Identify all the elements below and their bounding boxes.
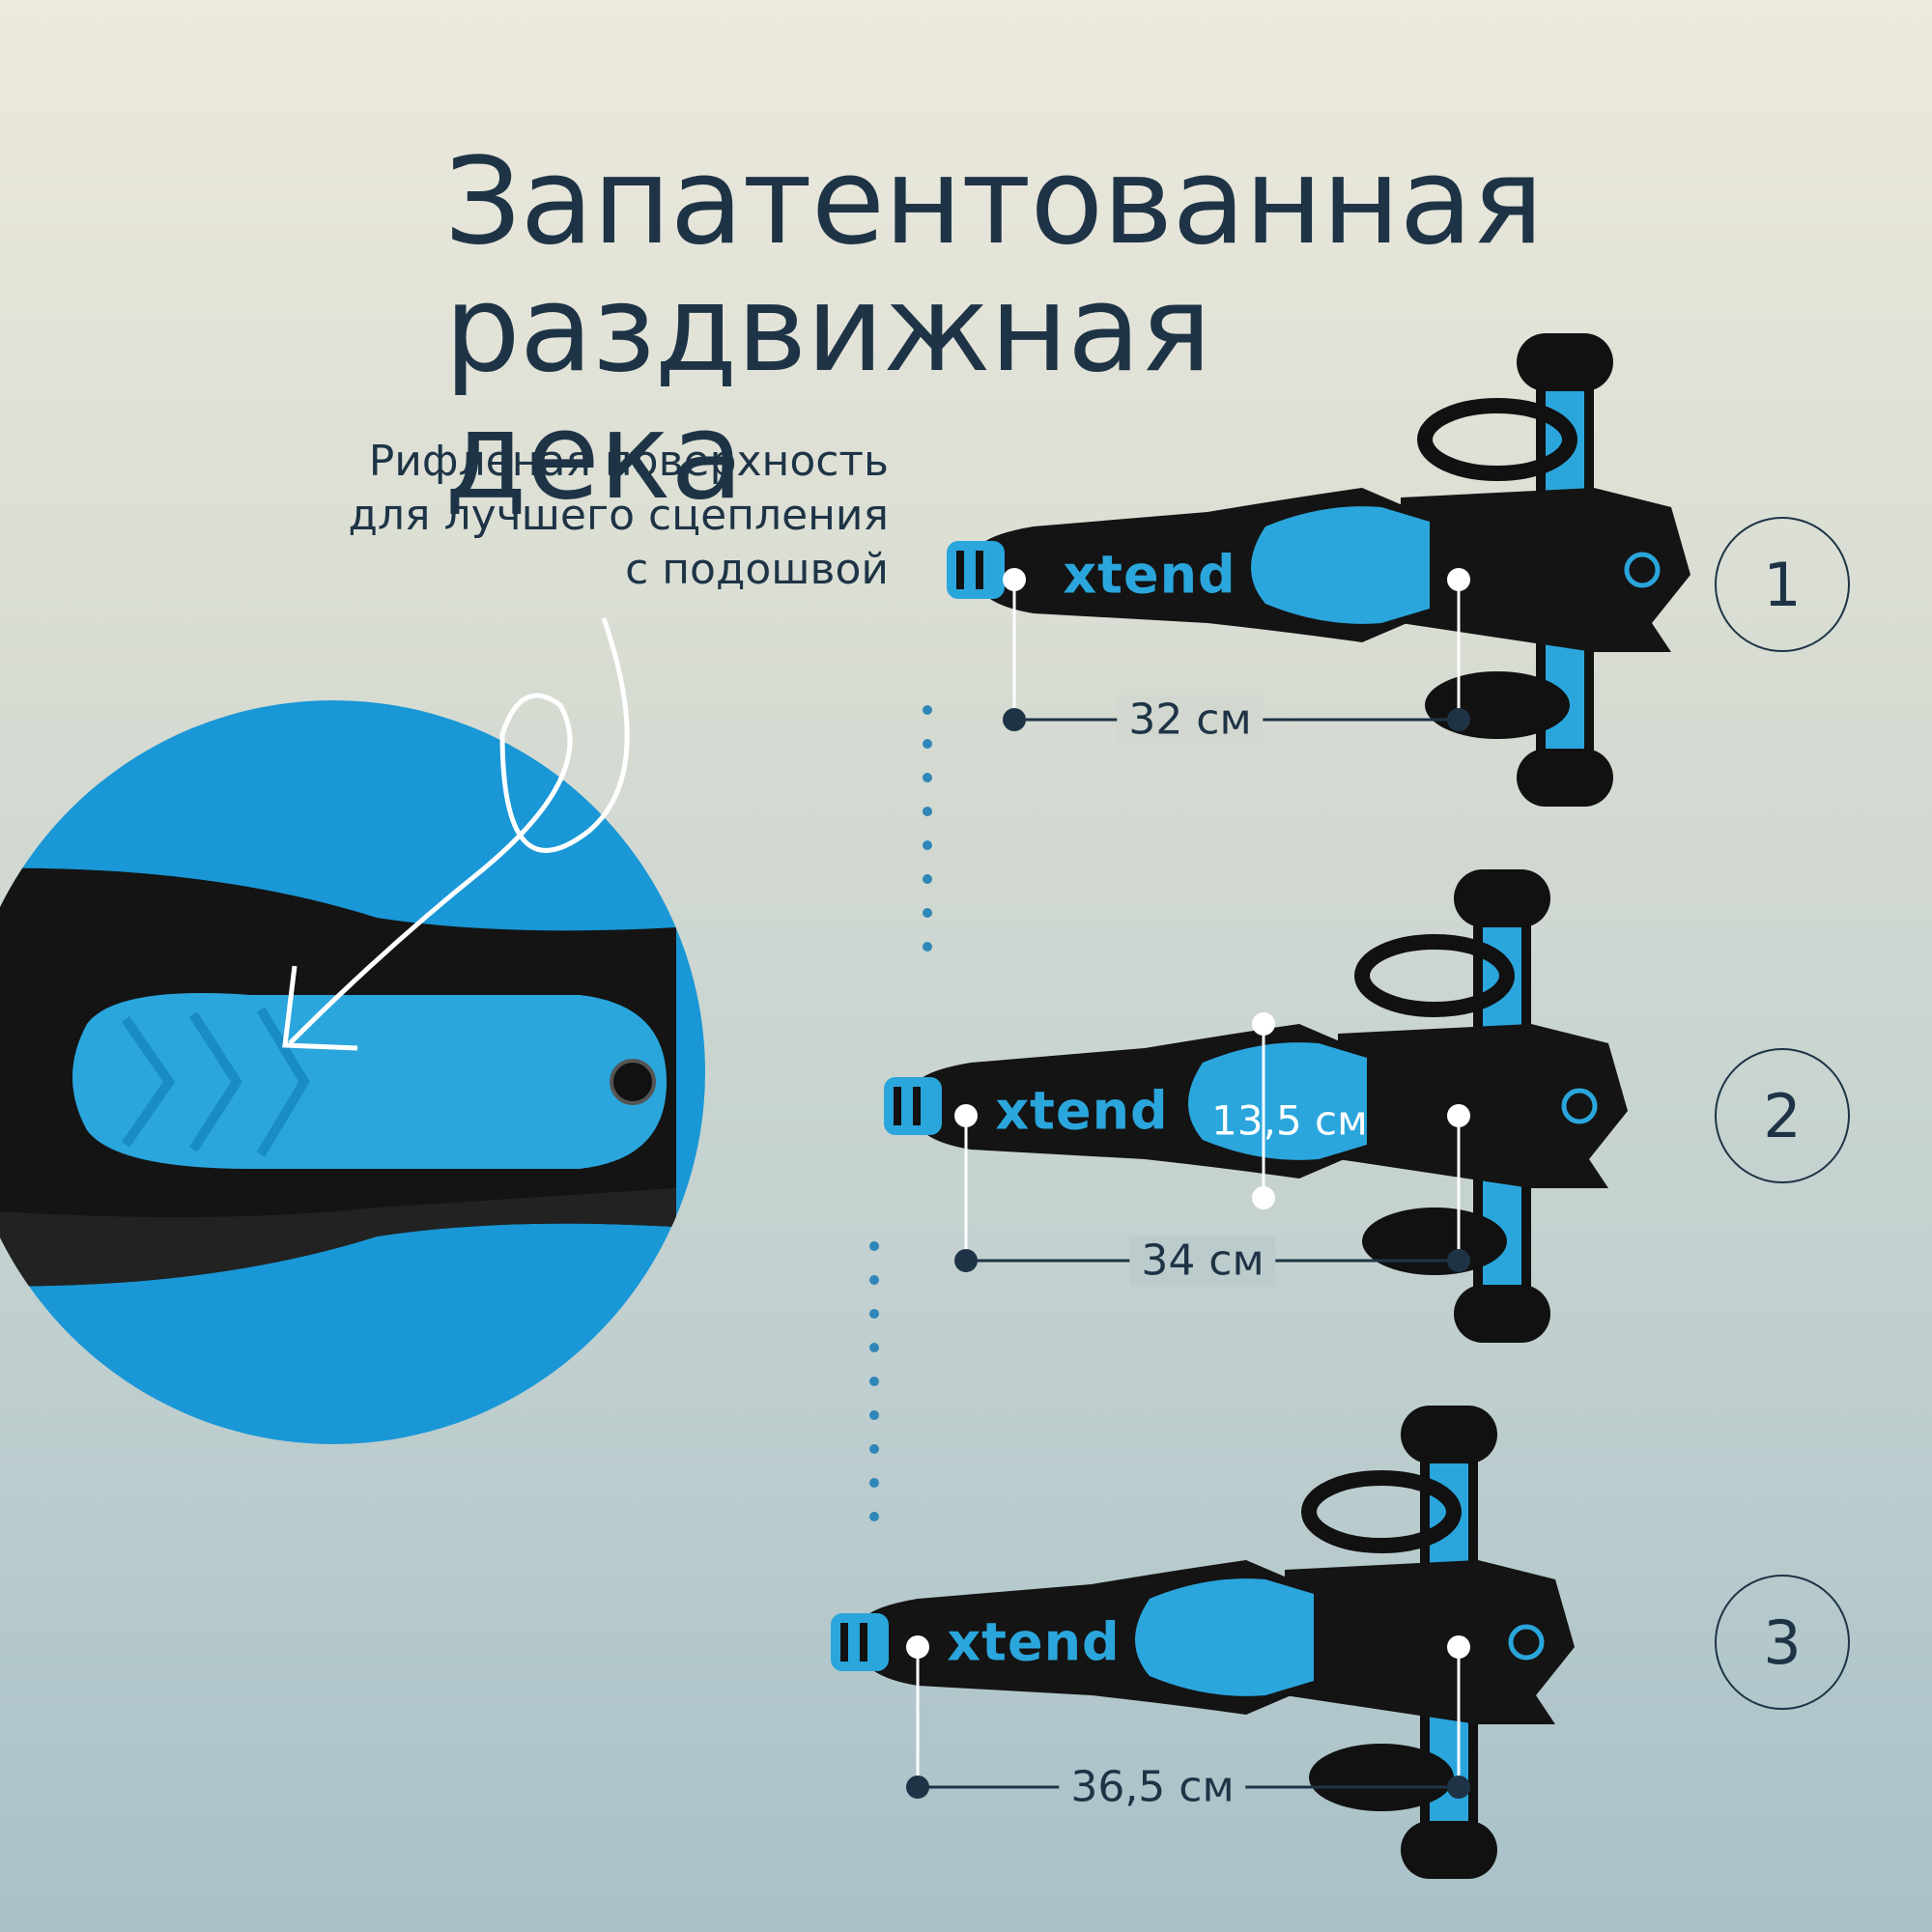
dimension-step-2 [954,1012,1470,1272]
width-label-2: 13,5 см [1211,1096,1368,1145]
grip-arrow-icon [288,617,630,1045]
brand-logo-1: xtend [1063,544,1236,606]
length-label-3: 36,5 см [1059,1762,1246,1812]
length-label-2: 34 см [1129,1236,1276,1286]
length-label-1: 32 см [1117,695,1264,745]
step-badge-3: 3 [1715,1575,1850,1710]
caption-line-1: Рифленая поверхность [368,437,889,486]
brand-logo-3: xtend [947,1611,1121,1673]
step-connector-dots [869,705,932,1521]
title-line-1: Запатентованная [444,132,1544,272]
brand-logo-2: xtend [995,1080,1169,1142]
caption-line-3: с подошвой [625,545,889,594]
title-line-2: раздвижная дека [444,260,1211,527]
step-badge-2: 2 [1715,1048,1850,1183]
caption-line-2: для лучшего сцепления [348,491,889,540]
scooter-step-1 [947,333,1690,807]
zoom-detail [0,867,676,1287]
grip-caption: Рифленая поверхность для лучшего сцеплен… [251,435,889,597]
page-title: Запатентованная раздвижная дека [444,132,1544,527]
step-badge-1: 1 [1715,517,1850,652]
